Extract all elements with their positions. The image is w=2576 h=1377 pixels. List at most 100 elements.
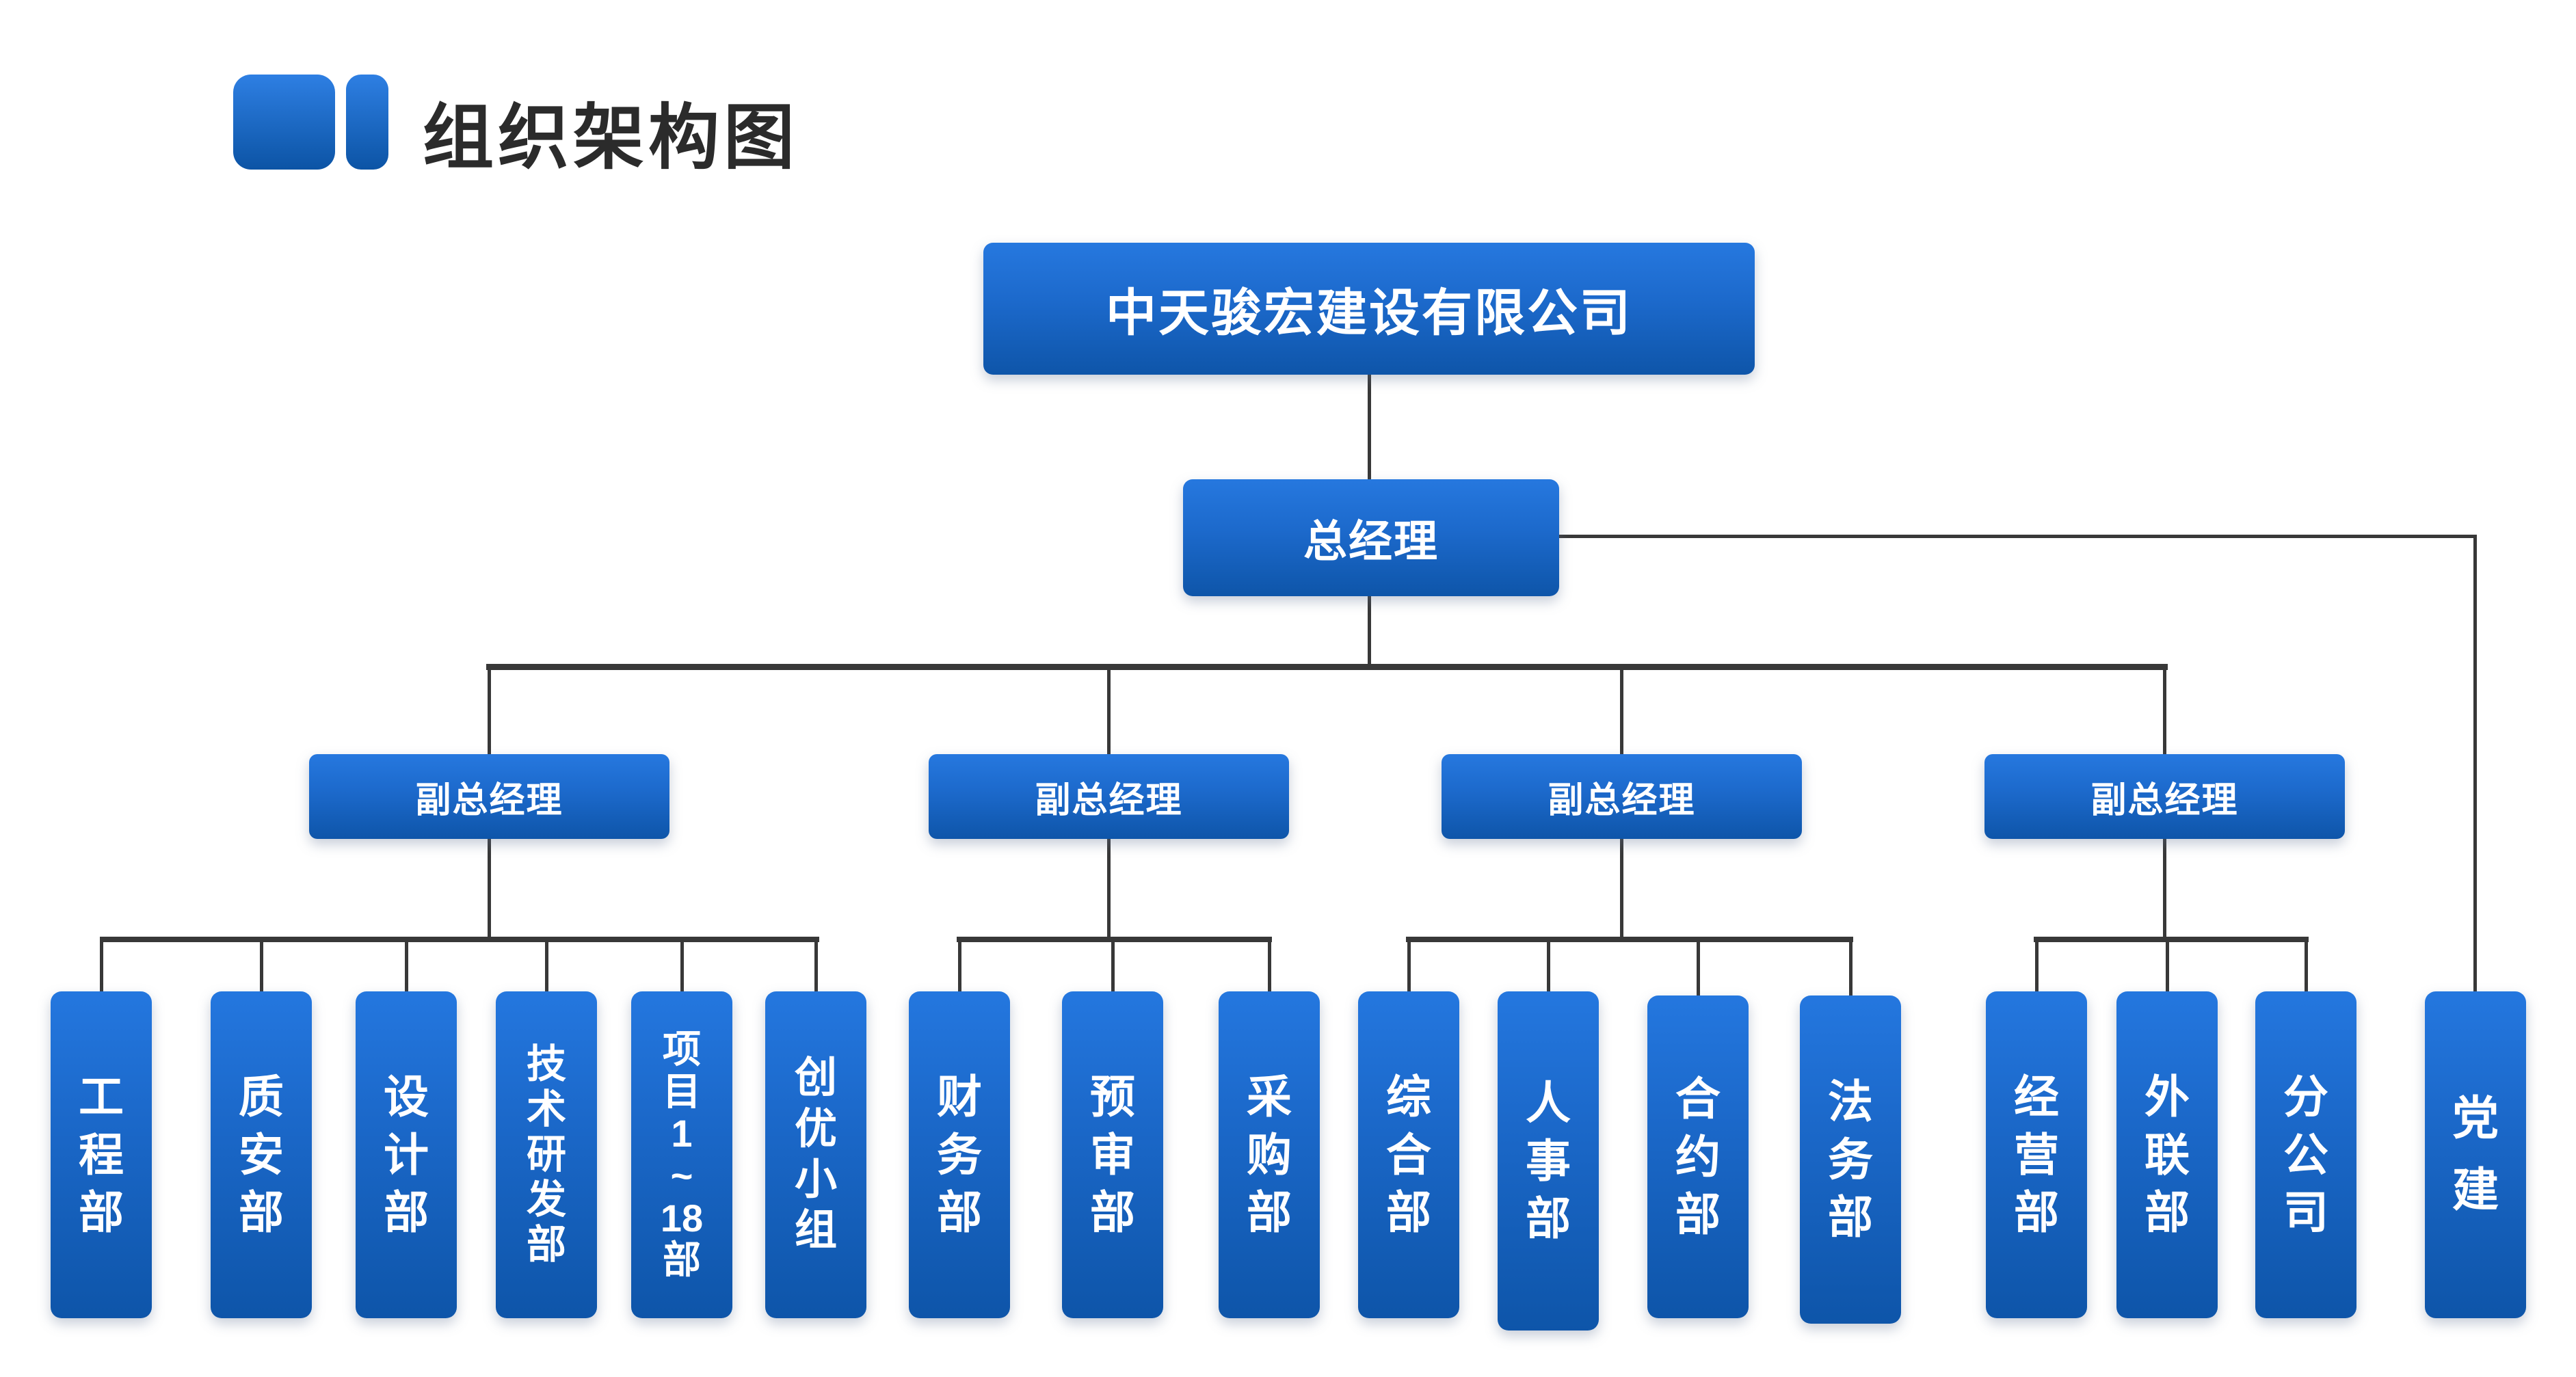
dept-label-line: 质 (239, 1071, 284, 1123)
dept-label-line: 务 (937, 1129, 982, 1180)
dept-label-line: 务 (1828, 1134, 1873, 1185)
dept-label: 综合部 (1358, 991, 1459, 1318)
connector-drop-dept (2166, 939, 2169, 994)
connector-drop-dept (1111, 939, 1115, 994)
dept-label: 经营部 (1986, 991, 2087, 1318)
vice-gm-label: 副总经理 (415, 780, 563, 820)
connector-drop-dept (1407, 939, 1411, 994)
dept-label-line: 购 (1247, 1129, 1292, 1180)
dept-label-line: 经 (2014, 1071, 2059, 1123)
dept-label-line: 部 (2145, 1187, 2190, 1238)
connector-drop-dept (958, 939, 961, 994)
dept-label-line: 部 (384, 1187, 429, 1238)
connector-drop-dept (814, 939, 818, 994)
dept-label: 人事部 (1498, 991, 1599, 1331)
dept-box-engineering: 工程部 (51, 991, 152, 1318)
dept-box-design: 设计部 (356, 991, 457, 1318)
connector-level2-bus (486, 664, 2168, 670)
dept-box-branch-company: 分公司 (2255, 991, 2356, 1318)
connector-drop-dept (1849, 939, 1853, 998)
connector-drop-vice-3 (1620, 667, 1623, 756)
dept-label-line: 公 (2283, 1129, 2328, 1180)
connector-drop-vice-2 (1107, 667, 1111, 756)
vice-gm-box-2: 副总经理 (929, 754, 1289, 839)
page-title: 组织架构图 (423, 98, 799, 178)
vice-gm-label: 副总经理 (2090, 780, 2239, 820)
dept-box-contracts: 合约部 (1647, 995, 1749, 1318)
connector-drop-dept (2305, 939, 2308, 994)
dept-box-party-building: 党建 (2425, 991, 2526, 1318)
dept-label-line: 部 (663, 1238, 701, 1282)
dept-label-line: 部 (1247, 1187, 1292, 1238)
dept-label-line: 合 (1386, 1129, 1431, 1180)
dept-label: 分公司 (2255, 991, 2356, 1318)
logo-mark-small (346, 75, 388, 170)
company-box: 中天骏宏建设有限公司 (983, 243, 1755, 375)
connector-drop-dept (1697, 939, 1700, 998)
dept-label-line: 项 (663, 1028, 701, 1071)
dept-label-line: 建 (2452, 1164, 2499, 1216)
dept-label-line: 司 (2283, 1187, 2328, 1238)
dept-label-line: 部 (1526, 1193, 1571, 1244)
connector-company-to-gm (1368, 373, 1371, 481)
dept-label: 合约部 (1647, 995, 1749, 1318)
dept-label-line: 事 (1526, 1135, 1571, 1186)
dept-box-pre-audit: 预审部 (1062, 991, 1163, 1318)
dept-label-line: 程 (79, 1129, 124, 1180)
dept-label-line: 分 (2283, 1071, 2328, 1123)
dept-label-line: 部 (239, 1187, 284, 1238)
dept-label-line: 技 (526, 1041, 566, 1086)
dept-label: 党建 (2425, 991, 2526, 1318)
dept-label-line: 部 (1675, 1189, 1721, 1240)
dept-label-line: 创 (794, 1054, 837, 1102)
dept-label-line: 部 (937, 1187, 982, 1238)
dept-label-line: 约 (1675, 1131, 1721, 1182)
connector-drop-dept (405, 939, 408, 994)
vice-gm-label: 副总经理 (1035, 780, 1183, 820)
dept-box-excellence-team: 创优小组 (765, 991, 866, 1318)
dept-box-legal: 法务部 (1800, 995, 1901, 1324)
dept-label: 创优小组 (765, 991, 866, 1318)
dept-label-line: 合 (1675, 1073, 1721, 1125)
dept-label-line: 预 (1090, 1071, 1135, 1123)
vice-gm-box-1: 副总经理 (309, 754, 669, 839)
dept-box-operations: 经营部 (1986, 991, 2087, 1318)
connector-party-vertical (2473, 535, 2477, 994)
dept-box-hr: 人事部 (1498, 991, 1599, 1331)
connector-subbus-3 (1406, 937, 1853, 942)
connector-drop-dept (545, 939, 548, 994)
dept-label-line: 人 (1526, 1078, 1571, 1129)
dept-label-line: 营 (2014, 1129, 2059, 1180)
dept-box-quality-safety: 质安部 (211, 991, 312, 1318)
vice-gm-box-4: 副总经理 (1984, 754, 2345, 839)
general-manager-label: 总经理 (1303, 516, 1439, 566)
connector-subbus-1 (100, 937, 819, 942)
connector-gm-to-bus (1368, 595, 1371, 669)
dept-label: 外联部 (2116, 991, 2218, 1318)
dept-box-general-affairs: 综合部 (1358, 991, 1459, 1318)
connector-vice-3-stem (1620, 839, 1623, 941)
dept-label-line: 党 (2452, 1092, 2499, 1145)
dept-label: 质安部 (211, 991, 312, 1318)
connector-vice-1-stem (488, 839, 491, 941)
dept-label-line: 术 (526, 1086, 566, 1132)
dept-label-line: 发 (526, 1177, 566, 1222)
dept-label-line: 综 (1386, 1071, 1431, 1123)
connector-drop-dept (680, 939, 684, 994)
dept-label-line: 18 (660, 1196, 704, 1240)
dept-label-line: 部 (526, 1222, 566, 1268)
connector-vice-2-stem (1107, 839, 1111, 941)
connector-vice-4-stem (2163, 839, 2166, 941)
dept-box-external-liaison: 外联部 (2116, 991, 2218, 1318)
dept-label: 法务部 (1800, 995, 1901, 1324)
connector-subbus-4 (2034, 937, 2309, 942)
connector-drop-vice-4 (2163, 667, 2166, 756)
dept-label: 预审部 (1062, 991, 1163, 1318)
vice-gm-box-3: 副总经理 (1442, 754, 1802, 839)
dept-label-line: 组 (794, 1207, 837, 1255)
dept-label-line: 法 (1828, 1076, 1873, 1127)
connector-drop-dept (2035, 939, 2039, 994)
